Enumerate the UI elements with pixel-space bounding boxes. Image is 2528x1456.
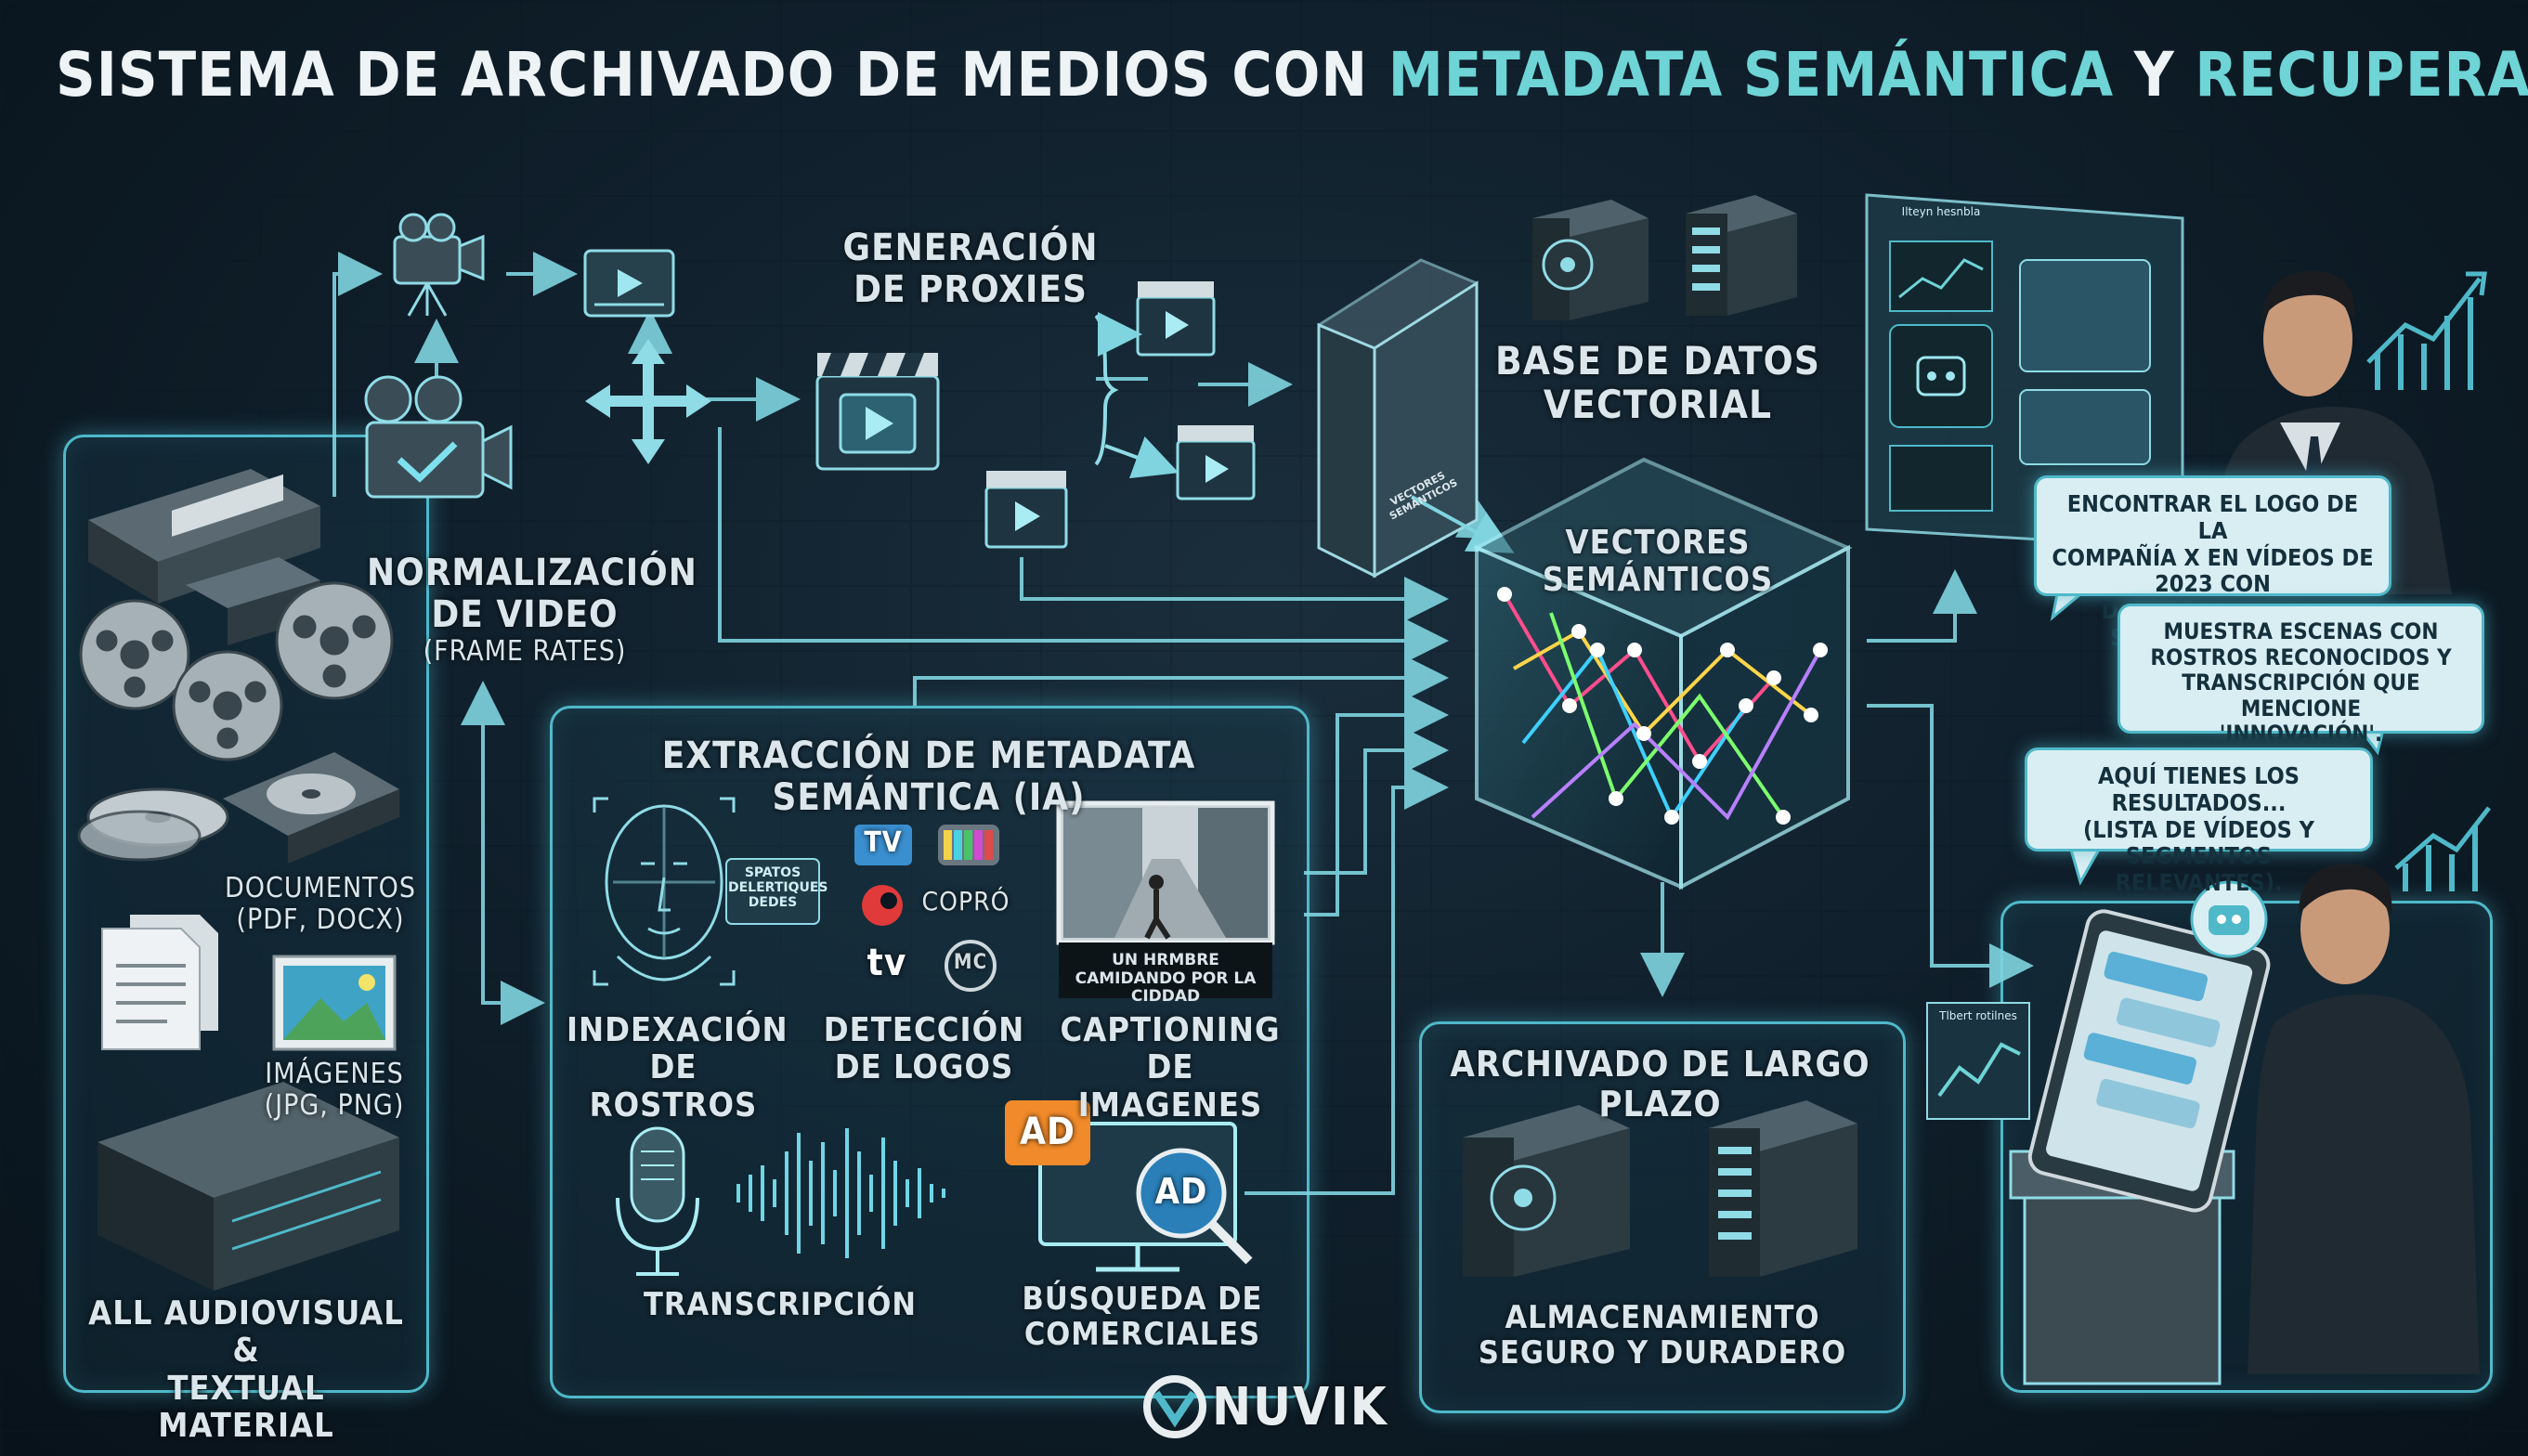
archive-vault-icon	[1463, 1105, 1630, 1277]
clapperboard-main-icon	[815, 353, 940, 471]
image-file-icon	[272, 955, 397, 1051]
vector-chip-icon	[1317, 258, 1479, 578]
tablet-header-text: Tlbert rotilnes	[1939, 1009, 2017, 1022]
title-part-3: Y	[2114, 39, 2196, 110]
discs-icon	[77, 787, 229, 862]
robot-bubble-icon	[2190, 880, 2268, 958]
face-scan-icon	[593, 797, 736, 986]
server-rack-icon	[98, 1082, 399, 1291]
archive-title: ARCHIVADO DE LARGO PLAZO	[1450, 1044, 1870, 1124]
brand-name: NUVIK	[1212, 1377, 1388, 1437]
chat-answer-bubble: AQUÍ TIENES LOS RESULTADOS... (LISTA DE …	[2025, 748, 2373, 896]
growth-chart-icon-2	[2394, 806, 2491, 891]
ad-text-2: AD	[1154, 1171, 1208, 1212]
growth-chart-icon	[2366, 271, 2487, 390]
vector-db-label: BASE DE DATOS VECTORIAL	[1494, 338, 1821, 428]
source-material-label: ALL AUDIOVISUAL & TEXTUAL MATERIAL	[88, 1294, 404, 1445]
microphone-icon	[616, 1126, 699, 1276]
logo-copro-text: COPRÓ	[921, 886, 1010, 916]
move-arrows-icon	[585, 339, 711, 464]
transcription-label: TRANSCRIPCIÓN	[644, 1286, 917, 1323]
bubble-tail-2	[2362, 733, 2384, 756]
logo-tv2-text: tv	[867, 942, 907, 984]
documents-label: DOCUMENTOS (PDF, DOCX)	[224, 872, 417, 936]
captioning-label: CAPTIONING DE IMAGENES	[1060, 1011, 1281, 1124]
proxies-label: GENERACIÓN DE PROXIES	[842, 227, 1099, 311]
clapperboard-small-icon-2	[1176, 425, 1256, 500]
logos-label: DETECCIÓN DE LOGOS	[823, 1011, 1025, 1087]
clapperboard-small-icon-3	[984, 471, 1068, 549]
connector-lines	[332, 252, 2034, 1195]
chat-screen-panel	[1865, 193, 2184, 550]
title-part-2: METADATA SEMÁNTICA	[1388, 39, 2115, 110]
side-chart-card	[1926, 1002, 2030, 1120]
nuvik-logo-icon	[1143, 1375, 1206, 1438]
tablet-device	[2027, 909, 2271, 1213]
normalization-label: NORMALIZACIÓN DE VIDEO	[367, 552, 697, 636]
camera-check-icon	[364, 375, 513, 499]
caption-text: UN HRMBRE CAMIDANDO POR LA CIDDAD	[1075, 951, 1257, 1007]
caption-photo-icon	[1056, 800, 1275, 998]
commercials-label: BÚSQUEDA DE COMERCIALES	[1022, 1280, 1263, 1354]
bubble-tail-1	[2050, 592, 2081, 621]
database-vault-icon	[1532, 200, 1648, 320]
extraction-title: EXTRACCIÓN DE METADATA SEMÁNTICA (IA)	[661, 734, 1196, 819]
user-man-bottom-illustration	[2009, 864, 2480, 1385]
logo-mc-icon	[945, 940, 997, 992]
semantic-vector-cube	[1472, 457, 1853, 890]
archive-server-icon	[1709, 1100, 1857, 1277]
title-part-1: SISTEMA DE ARCHIVADO DE MEDIOS CON	[56, 39, 1388, 110]
cinema-camera-icon	[393, 213, 485, 317]
logo-tv-icon	[854, 825, 912, 865]
bubble-tail-3	[2069, 849, 2101, 886]
ad-monitor-icon	[1005, 1100, 1253, 1272]
database-server-icon	[1686, 195, 1797, 316]
logo-mc-text: MC	[953, 951, 988, 974]
title-part-4: RECUPERACIÓN CONVERSACIONAL	[2195, 39, 2528, 110]
page-title: SISTEMA DE ARCHIVADO DE MEDIOS CON METAD…	[56, 39, 2528, 110]
screen-header-text: Ilteyn hesnbla	[1901, 205, 1981, 218]
vhs-tape-icon	[88, 469, 320, 604]
logo-tv-text: TV	[864, 826, 903, 859]
faces-label: INDEXACIÓN DE ROSTROS	[567, 1011, 788, 1124]
logo-copro-icon	[862, 885, 903, 926]
storage-label: ALMACENAMIENTO SEGURO Y DURADERO	[1478, 1299, 1847, 1372]
normalization-sub-label: (FRAME RATES)	[423, 635, 627, 668]
face-tag-text: SPATOS DELERTIQUES DEDES	[728, 865, 828, 911]
document-icon	[101, 915, 218, 1050]
chat-query-bubble-2: MUESTRA ESCENAS CON ROSTROS RECONOCIDOS …	[2118, 604, 2484, 747]
proxy-brace	[1094, 312, 1179, 479]
images-label: IMÁGENES (JPG, PNG)	[264, 1058, 405, 1122]
clapperboard-small-icon-1	[1136, 281, 1216, 357]
ad-text-1: AD	[1020, 1111, 1075, 1153]
audio-waveform-icon	[736, 1128, 945, 1258]
logo-bars-icon	[938, 825, 999, 865]
video-monitor-icon	[583, 249, 675, 318]
hard-drive-icon	[223, 752, 399, 864]
face-tag-box	[725, 858, 820, 925]
chat-query-bubble-1: ENCONTRAR EL LOGO DE LA COMPAÑÍA X EN VÍ…	[2034, 475, 2391, 651]
film-reels-icon	[79, 581, 394, 761]
vectors-label: VECTORES SEMÁNTICOS	[1542, 524, 1774, 600]
